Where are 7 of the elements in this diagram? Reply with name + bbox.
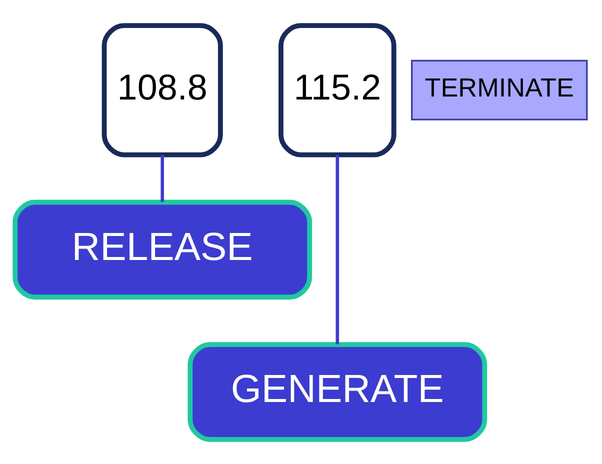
node-box: RELEASE — [12, 199, 312, 300]
connector — [336, 154, 340, 344]
node-box: 108.8 — [102, 22, 223, 157]
node-box: TERMINATE — [411, 59, 588, 120]
node-box: GENERATE — [188, 342, 488, 442]
connector — [160, 154, 164, 202]
node-box: 115.2 — [278, 22, 396, 157]
